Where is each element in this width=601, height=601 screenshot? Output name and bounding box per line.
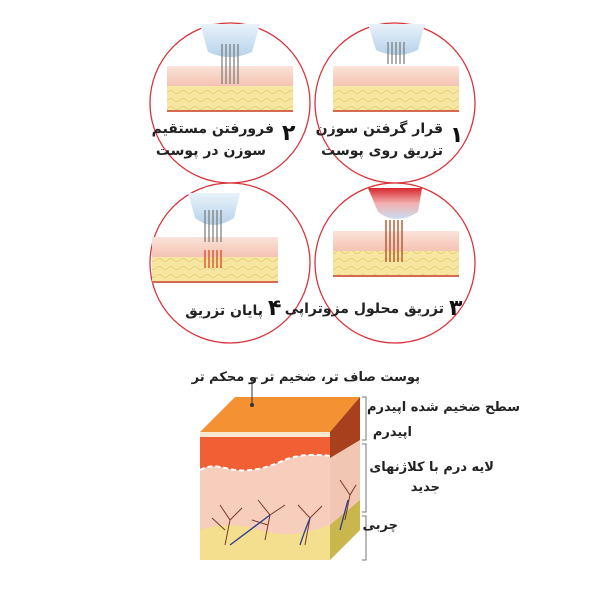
skin-layer xyxy=(152,237,278,257)
layer-label-fat: چربی xyxy=(362,518,399,533)
step-label: فرورفتن مستقیم xyxy=(151,121,274,137)
skin-cross-section xyxy=(199,377,367,561)
skin-layer xyxy=(333,66,459,86)
step-number: ۴ xyxy=(268,296,282,321)
injector-tip-icon xyxy=(200,24,260,57)
injector-tip-icon xyxy=(368,188,422,219)
step-label: پایان تزریق xyxy=(185,303,263,319)
fat-layer xyxy=(333,251,459,275)
step-label: قرار گرفتن سوزن xyxy=(315,121,443,137)
fat-layer xyxy=(333,86,459,110)
fat-layer xyxy=(167,86,293,110)
step-label: سوزن در پوست xyxy=(155,143,266,159)
step-1-panel xyxy=(314,22,476,184)
fat-layer xyxy=(200,525,330,560)
step-number: ۱ xyxy=(450,123,464,148)
top-surface xyxy=(200,397,360,432)
skin-layer xyxy=(333,231,459,251)
top-label: پوست صاف تر، ضخیم تر و محکم تر xyxy=(191,370,420,385)
step-label: تزریق محلول مزوتراپی xyxy=(284,301,444,317)
layer-label-thickened-epidermis: سطح ضخیم شده اپیدرم xyxy=(367,400,520,415)
step-2-panel xyxy=(149,22,311,184)
step-label: تزریق روی پوست xyxy=(321,143,443,159)
needles-icon xyxy=(221,44,239,84)
step-number: ۳ xyxy=(449,296,463,321)
step-3-panel xyxy=(314,182,476,344)
needles-icon xyxy=(204,210,222,242)
layer-label-epidermis: اپیدرم xyxy=(372,425,412,440)
layer-label-dermis-cont: جدید xyxy=(410,480,440,495)
injector-tip-icon xyxy=(368,24,425,55)
layer-label-dermis: لایه درم با کلاژنهای xyxy=(369,460,494,475)
blood-vessels-icon xyxy=(211,479,357,546)
step-number: ۲ xyxy=(282,121,296,146)
epidermis-layer xyxy=(200,437,330,471)
needles-icon xyxy=(387,42,405,64)
dermis-boundary xyxy=(199,445,361,472)
step-4-panel xyxy=(149,182,311,344)
epidermis-side xyxy=(330,397,360,458)
needles-icon xyxy=(385,220,403,262)
fat-layer xyxy=(152,257,278,281)
injector-tip-icon xyxy=(188,193,240,225)
